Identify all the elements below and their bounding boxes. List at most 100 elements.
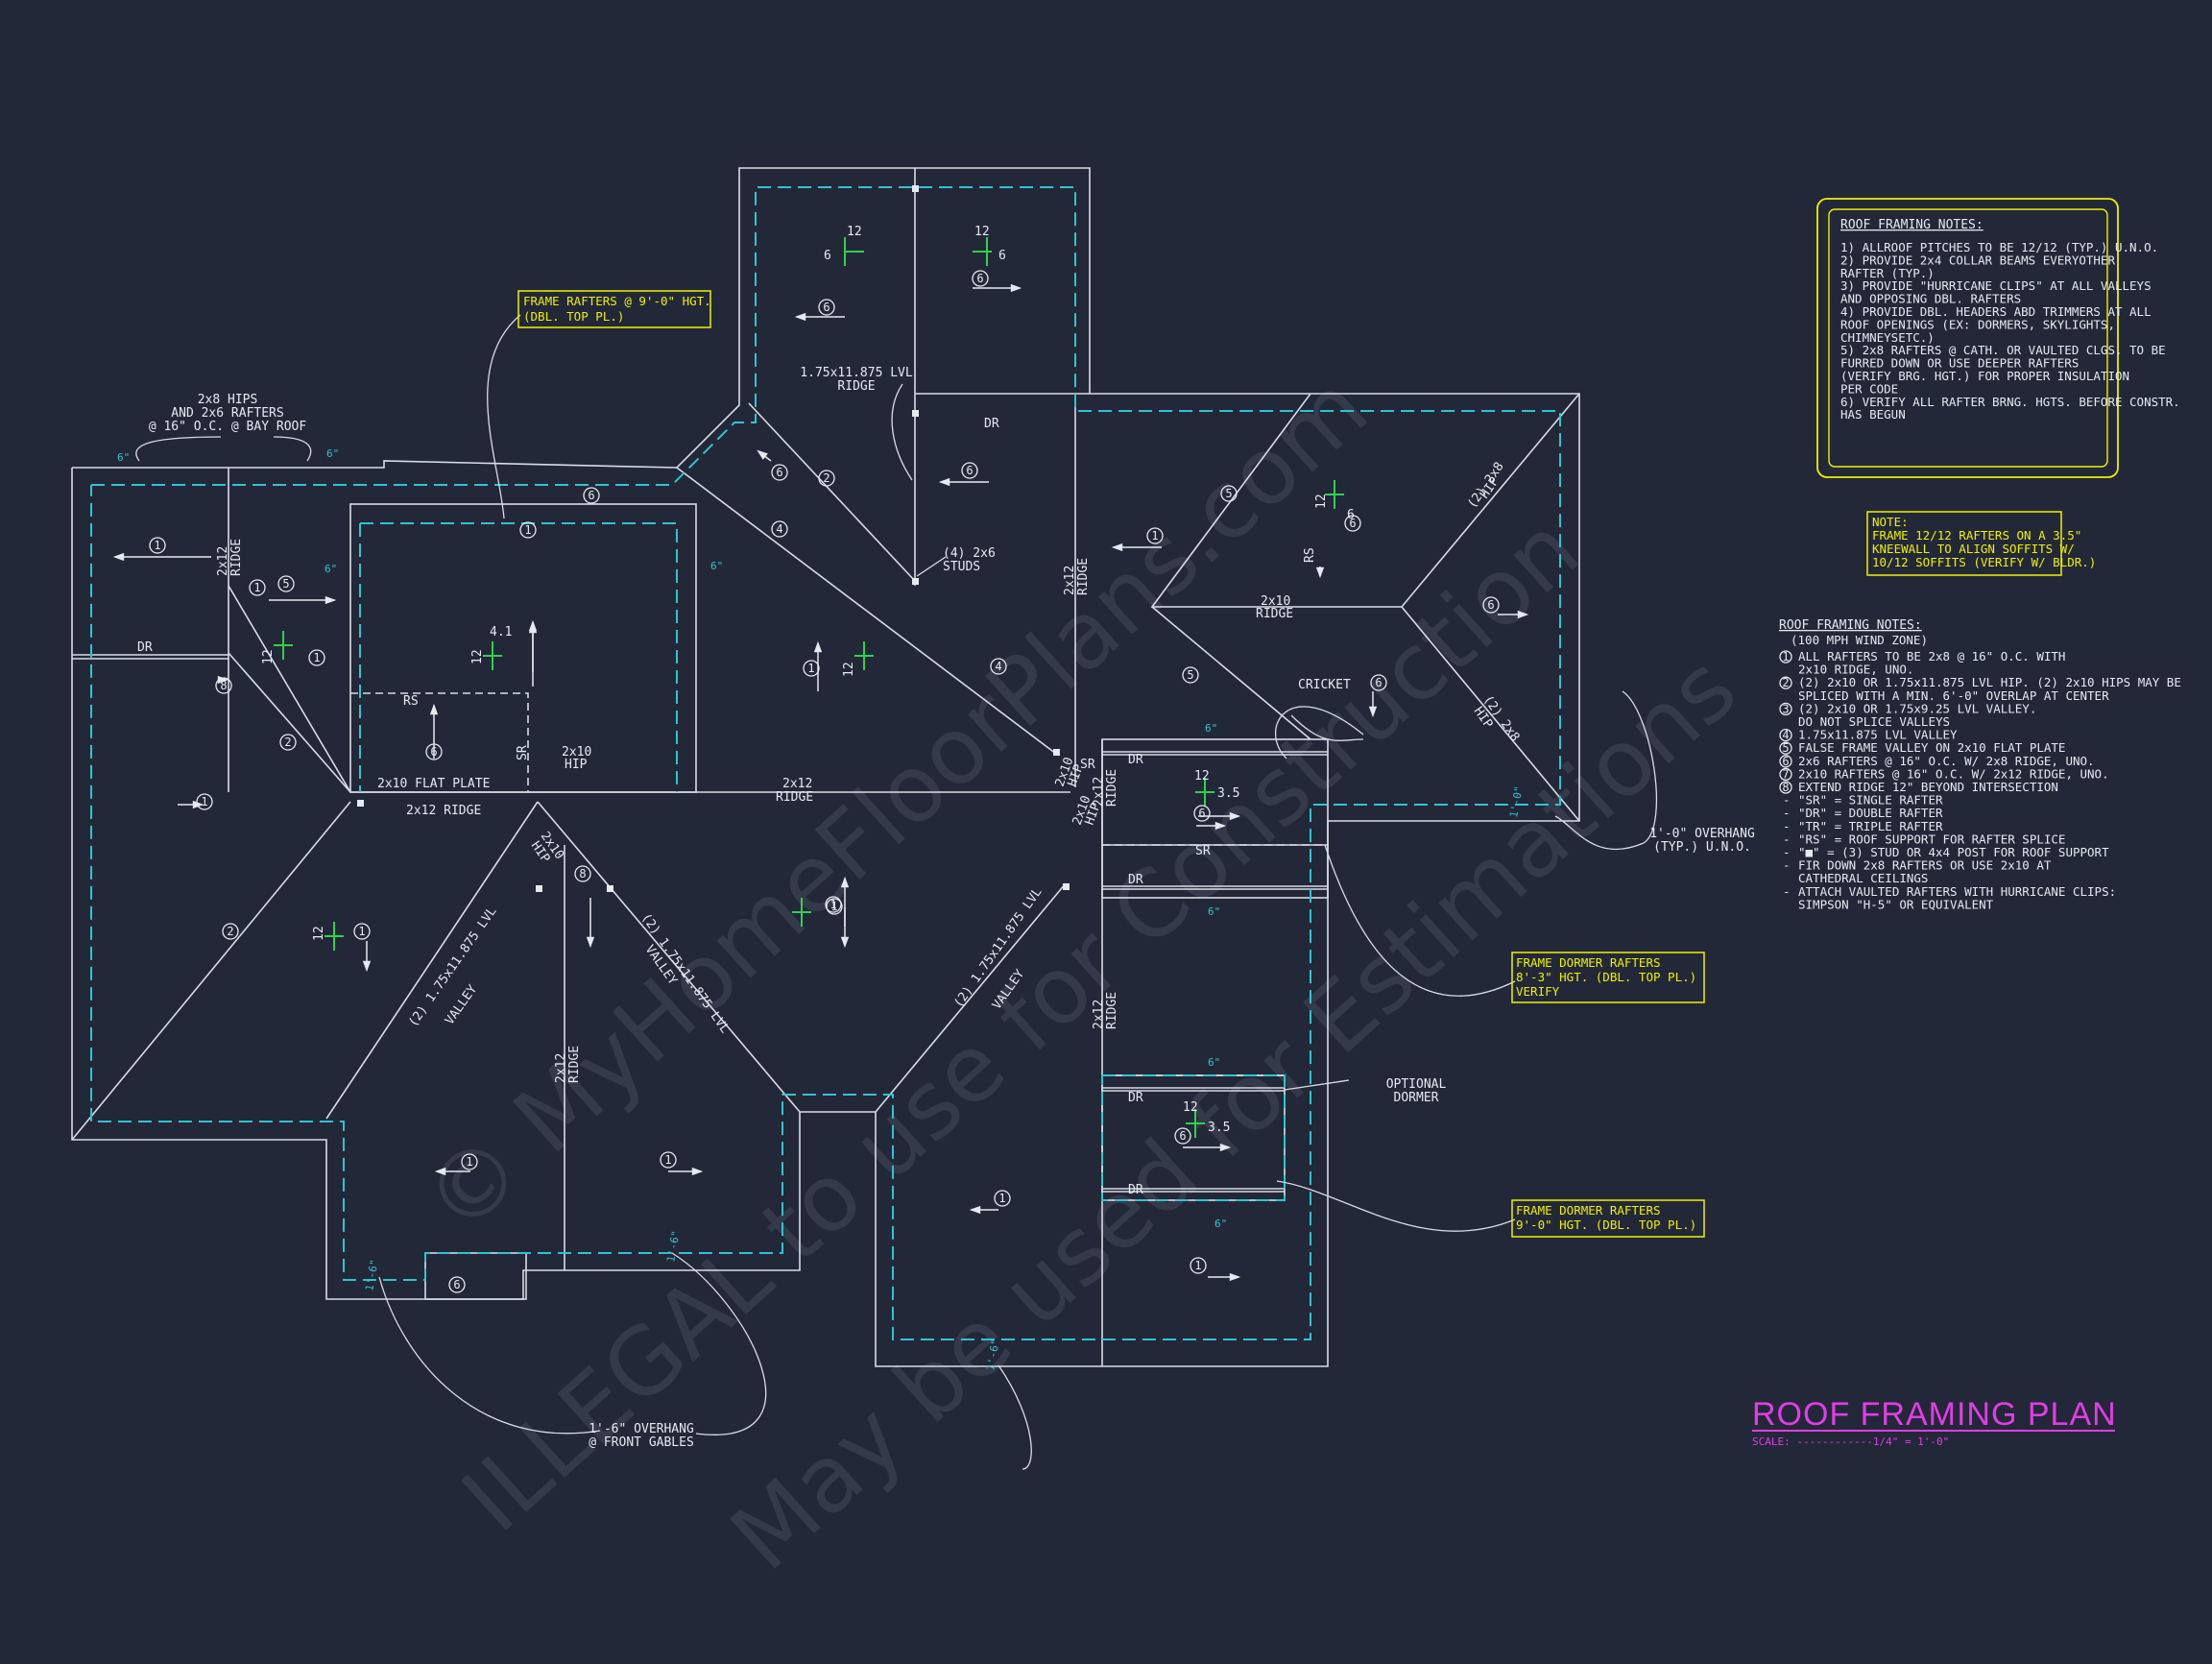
svg-text:AND 2x6 RAFTERS: AND 2x6 RAFTERS <box>171 406 283 421</box>
overhang-dashed-line <box>90 186 1561 1340</box>
legend-item-text: 1.75x11.875 LVL VALLEY <box>1798 728 1958 742</box>
rafter-arrows <box>112 283 1529 1282</box>
legend-dash: - <box>1783 806 1791 820</box>
tag-marker <box>215 677 232 694</box>
rafter-arrowhead <box>1010 283 1022 293</box>
rafter-arrowhead <box>757 449 768 460</box>
callout-optional-dormer: OPTIONAL DORMER <box>1386 1077 1447 1105</box>
svg-text:3.5: 3.5 <box>1217 786 1239 801</box>
svg-text:(TYP.) U.N.O.: (TYP.) U.N.O. <box>1653 840 1751 855</box>
tag-marker-number: 5 <box>1187 668 1193 682</box>
tag-marker <box>818 470 835 487</box>
legend-number: 2 <box>1782 676 1789 689</box>
svg-text:6: 6 <box>824 249 831 263</box>
rafter-arrowhead <box>1111 543 1123 552</box>
tag-marker-number: 6 <box>1349 517 1356 530</box>
legend-number: 8 <box>1782 781 1789 794</box>
tag-marker <box>1174 1127 1191 1145</box>
rafter-arrowhead <box>434 1167 446 1176</box>
rafter-arrowhead <box>1229 811 1241 821</box>
ridge-label: RIDGE <box>1256 607 1293 621</box>
roof-outline <box>71 167 1580 1367</box>
tag-marker-number: 1 <box>358 925 365 938</box>
pitch-symbol: 12 <box>842 641 874 677</box>
rafter-arrowhead <box>325 595 337 605</box>
pitch-symbol: 12 6 <box>1314 480 1355 522</box>
tag-marker <box>990 658 1007 675</box>
tag-marker-number: 1 <box>1151 529 1158 543</box>
tag-marker-number: 6 <box>966 464 973 477</box>
legend-dash-text: "TR" = TRIPLE RAFTER <box>1798 819 1943 833</box>
legend-item-text: 2x6 RAFTERS @ 16" O.C. W/ 2x8 RIDGE, UNO… <box>1798 754 2095 768</box>
legend-dash-text: "■" = (3) STUD OR 4x4 POST FOR ROOF SUPP… <box>1798 845 2109 859</box>
svg-text:@ 16" O.C. @ BAY ROOF: @ 16" O.C. @ BAY ROOF <box>149 420 307 434</box>
legend-number-circle <box>1779 650 1792 663</box>
overhang-mark: 1'-0" <box>1507 785 1526 819</box>
post-marker <box>1063 883 1070 890</box>
legend-dash: - <box>1783 858 1791 873</box>
sr-label: SR <box>1080 758 1095 772</box>
framing-legend: ROOF FRAMING NOTES: (100 MPH WIND ZONE) … <box>1779 618 2181 911</box>
overhang-mark: 6" <box>1205 722 1217 735</box>
rafter-arrowhead <box>969 1205 981 1215</box>
tag-marker <box>826 898 843 915</box>
tag-marker-number: 6 <box>823 301 830 314</box>
legend-heading: ROOF FRAMING NOTES: <box>1779 618 1922 633</box>
rafter-arrowhead <box>429 703 439 715</box>
tag-marker <box>972 270 989 287</box>
overhang-mark: 6" <box>326 447 339 460</box>
legend-number-circle <box>1779 781 1792 794</box>
tag-marker-number: 2 <box>823 471 830 485</box>
svg-text:12: 12 <box>847 225 862 239</box>
svg-text:6: 6 <box>1347 508 1355 522</box>
pitch-symbol: 12 3.5 <box>1194 769 1239 807</box>
notes-box-heading: ROOF FRAMING NOTES: <box>1840 218 1984 232</box>
rafter-arrowhead <box>1214 821 1227 831</box>
tag-marker-number: 5 <box>1225 487 1232 500</box>
legend-dash: - <box>1783 845 1791 859</box>
rs-label: RS <box>403 694 419 709</box>
tag-marker-number: 1 <box>830 900 837 913</box>
tag-marker-number: 1 <box>253 581 260 594</box>
tag-marker <box>803 660 820 677</box>
rafter-arrowhead <box>1219 1143 1232 1152</box>
rs-label: RS <box>1303 547 1317 563</box>
hip-label: HIP <box>565 758 588 772</box>
callout-overhang-typ: 1'-0" OVERHANG (TYP.) U.N.O. <box>1649 827 1755 855</box>
svg-text:VERIFY: VERIFY <box>1516 984 1560 999</box>
notes-box-line: 6) VERIFY ALL RAFTER BRNG. HGTS. BEFORE … <box>1840 395 2180 409</box>
legend-subheading: (100 MPH WIND ZONE) <box>1791 633 1928 647</box>
svg-text:1'-6" OVERHANG: 1'-6" OVERHANG <box>589 1422 694 1436</box>
svg-text:@ FRONT GABLES: @ FRONT GABLES <box>589 1435 694 1450</box>
tag-marker <box>461 1153 478 1170</box>
svg-text:12: 12 <box>1314 494 1329 509</box>
legend-dash-text: CATHEDRAL CEILINGS <box>1798 871 1928 885</box>
notes-box-lines: 1) ALLROOF PITCHES TO BE 12/12 (TYP.) U.… <box>1840 240 2180 422</box>
post-markers <box>357 185 1070 892</box>
overhang-marks: 6" 6" 6" 6" 6" 6" 6" 6" 1'-6" 1'-6" 1'-6… <box>117 447 1526 1372</box>
svg-text:FRAME RAFTERS @ 9'-0" HGT.: FRAME RAFTERS @ 9'-0" HGT. <box>523 294 711 308</box>
svg-text:RIDGE: RIDGE <box>837 379 875 394</box>
tag-marker <box>825 896 842 913</box>
notes-box-line: (VERIFY BRG. HGT.) FOR PROPER INSULATION <box>1840 369 2129 383</box>
post-marker <box>1053 749 1060 756</box>
rafter-arrowhead <box>528 621 538 634</box>
tag-marker <box>353 923 371 940</box>
tag-marker-number: 1 <box>313 651 320 664</box>
legend-dash: - <box>1783 819 1791 833</box>
callout-lvl-ridge: 1.75x11.875 LVL RIDGE <box>800 366 913 394</box>
overhang-mark: 1'-6" <box>664 1230 683 1264</box>
drawing-scale: SCALE: ------------1/4" = 1'-0" <box>1752 1435 1949 1448</box>
tag-marker-number: 6 <box>976 272 983 285</box>
tag-marker <box>1482 596 1500 614</box>
drawing-title: ROOF FRAMING PLAN <box>1752 1396 2117 1433</box>
post-marker <box>536 885 542 892</box>
notes-box-line: 5) 2x8 RAFTERS @ CATH. OR VAULTED CLGS. … <box>1840 343 2166 357</box>
ridge-2x12-vertical: 2x12 <box>1092 1000 1106 1029</box>
callouts: FRAME RAFTERS @ 9'-0" HGT. (DBL. TOP PL.… <box>149 290 1755 1450</box>
svg-text:3.5: 3.5 <box>1208 1121 1230 1135</box>
legend-number-circle <box>1779 767 1792 782</box>
legend-dash-text: FIR DOWN 2x8 RAFTERS OR USE 2x10 AT <box>1798 858 2052 873</box>
svg-text:12: 12 <box>261 649 276 664</box>
